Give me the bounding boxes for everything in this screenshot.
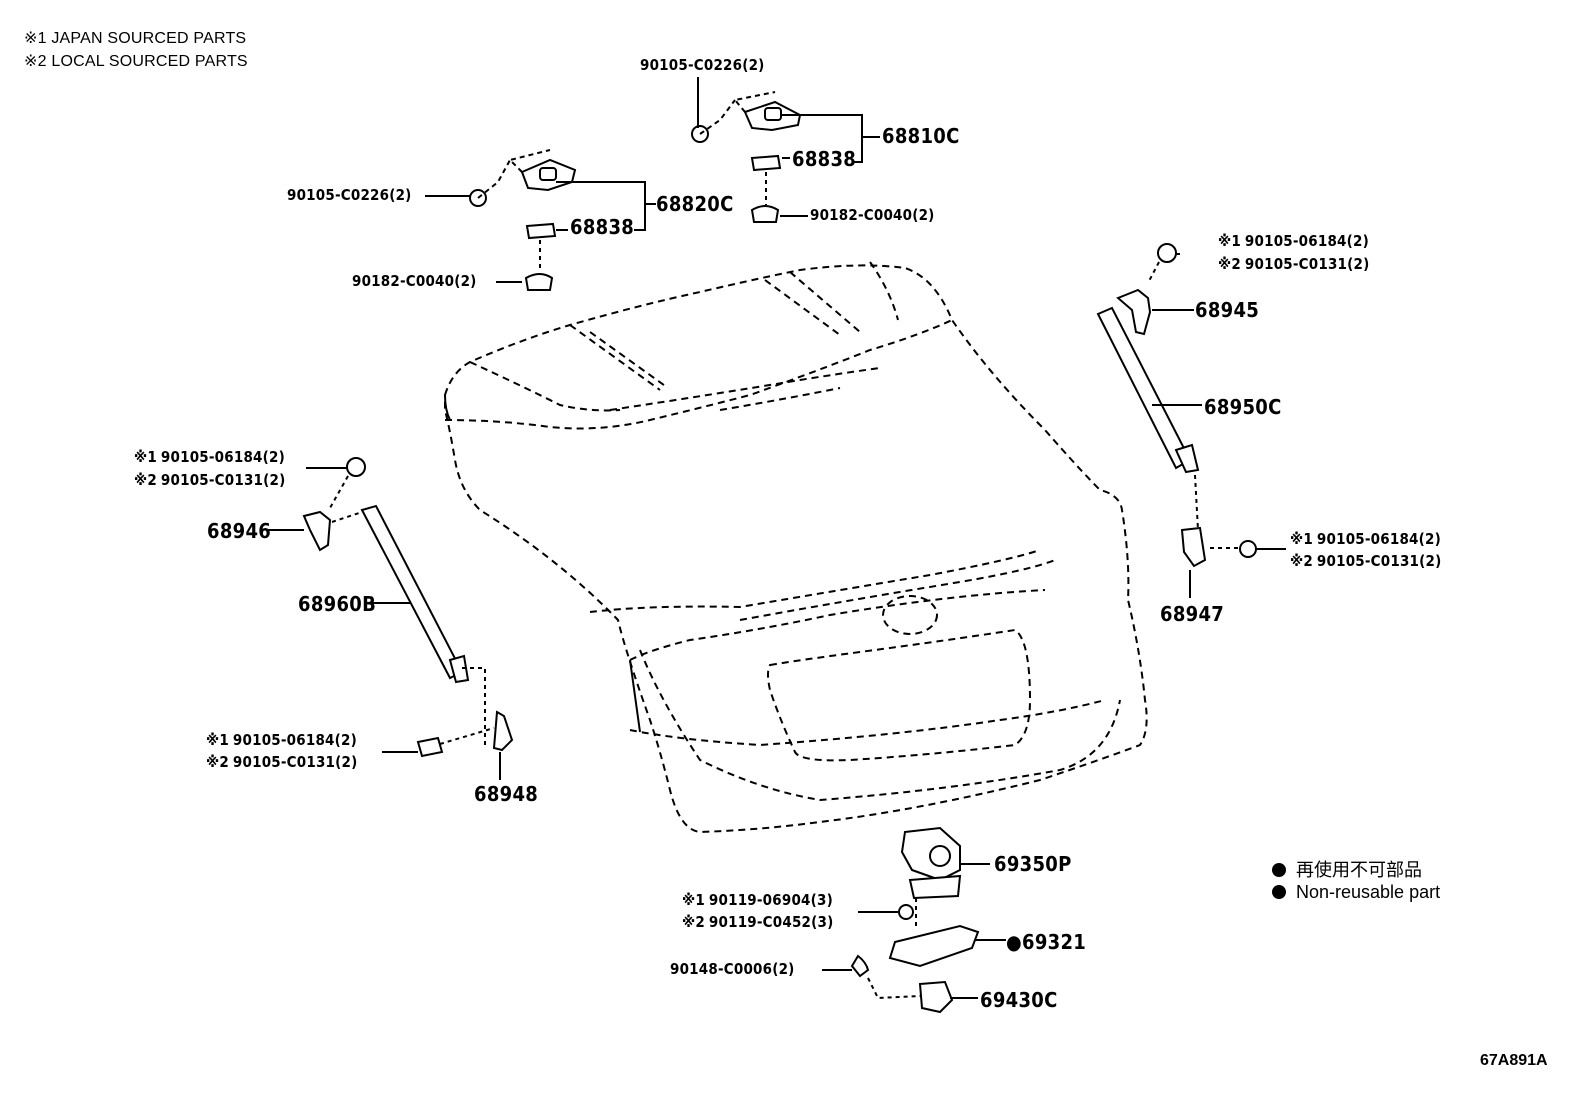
mark-2: ※2 <box>1218 255 1241 273</box>
label-nut-0040-left: 90182-C0040(2) <box>352 272 477 290</box>
legend-en: Non-reusable part <box>1272 882 1440 903</box>
leader-lines <box>268 77 1286 999</box>
note-local: ※2 LOCAL SOURCED PARTS <box>24 53 248 70</box>
label-68948: 68948 <box>474 782 539 806</box>
label-69430c: 69430C <box>980 988 1058 1012</box>
left-stay <box>302 457 514 758</box>
label-68960b: 68960B <box>298 592 377 616</box>
lock-assembly <box>850 826 980 1014</box>
legend-jp: 再使用不可部品 <box>1272 856 1422 882</box>
mark-1: ※1 <box>1218 232 1241 250</box>
bullet-icon <box>1272 885 1286 899</box>
label-68838-right: 68838 <box>792 147 857 171</box>
illustration-code: 67A891A <box>1480 1052 1548 1069</box>
label-69350p: 69350P <box>994 852 1072 876</box>
label-nut-0040-right: 90182-C0040(2) <box>810 206 935 224</box>
label-68945: 68945 <box>1195 298 1260 322</box>
note-japan: ※1 JAPAN SOURCED PARTS <box>24 30 247 47</box>
label-bolt-0226-left: 90105-C0226(2) <box>287 186 412 204</box>
label-68946: 68946 <box>207 519 272 543</box>
hinge-right <box>691 91 802 223</box>
back-door-solid-lines <box>444 394 641 733</box>
label-screw-0006: 90148-C0006(2) <box>670 960 795 978</box>
label-bolt-0226-right: 90105-C0226(2) <box>640 56 765 74</box>
label-69321: ●69321 <box>1006 930 1087 954</box>
hinge-left <box>469 149 577 291</box>
label-68950c: 68950C <box>1204 395 1282 419</box>
label-68838-left: 68838 <box>570 215 635 239</box>
right-stay <box>1096 243 1257 568</box>
bullet-icon <box>1272 863 1286 877</box>
label-68820c: 68820C <box>656 192 734 216</box>
back-door-outline <box>444 261 1148 834</box>
label-68947: 68947 <box>1160 602 1225 626</box>
label-68810c: 68810C <box>882 124 960 148</box>
